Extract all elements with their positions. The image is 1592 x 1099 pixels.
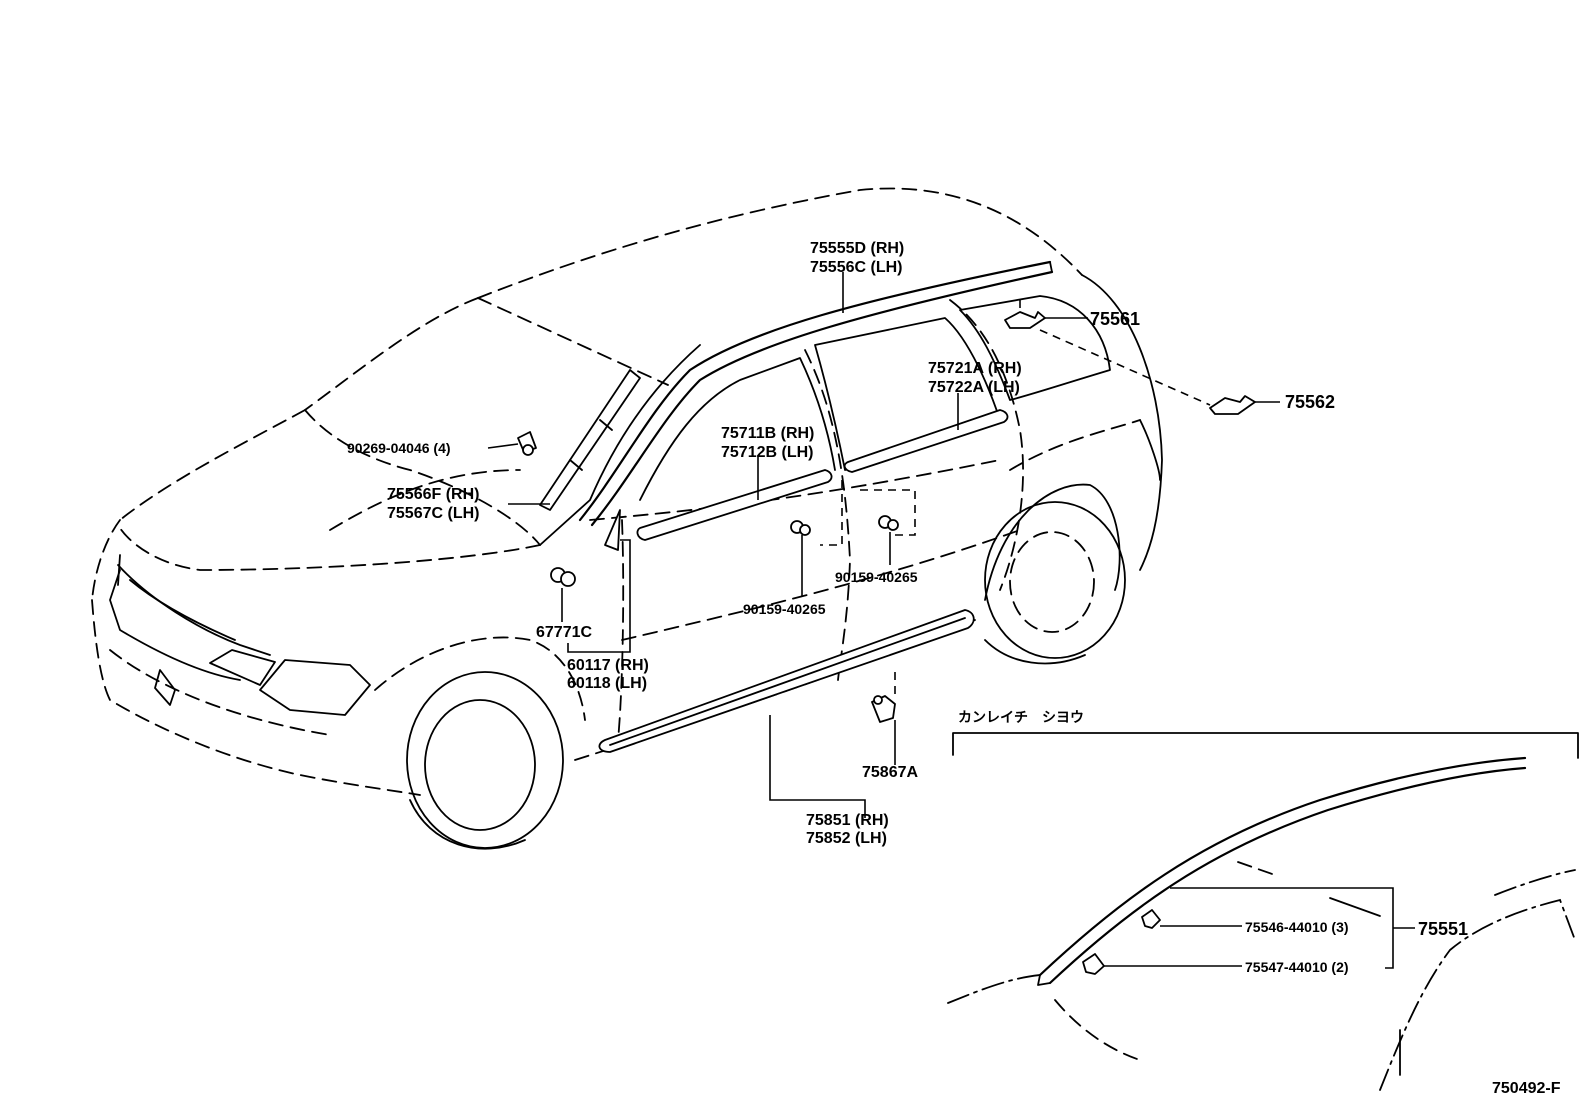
- label-screw-rear: 90159-40265: [835, 569, 918, 585]
- clip-icon-67771c: [550, 567, 576, 587]
- windshield-pillar-molding: [539, 369, 641, 511]
- label-pillar-molding-rh: 75566F (RH): [387, 486, 479, 503]
- front-belt-molding: [636, 469, 833, 541]
- inset-label-clip-b: 75547-44010 (2): [1245, 959, 1349, 975]
- callout-labels: 75555D (RH) 75556C (LH) 75561 75562 7572…: [347, 240, 1335, 847]
- clip-icon-90269: [517, 431, 537, 456]
- front-door-cover: [604, 509, 621, 551]
- label-roof-molding-rh: 75555D (RH): [810, 240, 904, 257]
- roof-drip-molding: [578, 260, 1054, 527]
- label-front-belt-molding-lh: 75712B (LH): [721, 444, 813, 461]
- rocker-molding: [598, 609, 975, 753]
- inset-label-assembly: 75551: [1418, 919, 1468, 939]
- inset-title: カンレイチ シヨウ: [958, 709, 1084, 725]
- inset-panel: カンレイチ シヨウ 75546-44010 (3) 75547-44010 (2…: [947, 709, 1579, 1091]
- clip-icon-75562: [1209, 395, 1256, 415]
- diagram-id: 750492-F: [1492, 1080, 1561, 1097]
- vehicle-outline: [91, 187, 1163, 850]
- clip-icon-75867a: [871, 695, 896, 723]
- label-cover-lh: 60118 (LH): [567, 675, 647, 692]
- clip-icon-75561: [1004, 311, 1046, 329]
- leader-lines: [487, 272, 1280, 818]
- label-rocker-molding-rh: 75851 (RH): [806, 812, 889, 829]
- rear-belt-molding: [843, 409, 1009, 473]
- label-front-belt-molding-rh: 75711B (RH): [721, 425, 814, 442]
- label-pillar-molding-lh: 75567C (LH): [387, 505, 479, 522]
- screw-icon-rear: [878, 515, 899, 531]
- label-clip-67771c: 67771C: [536, 624, 592, 641]
- label-roof-molding-lh: 75556C (LH): [810, 259, 902, 276]
- label-rocker-clip: 75867A: [862, 764, 918, 781]
- inset-label-clip-a: 75546-44010 (3): [1245, 919, 1349, 935]
- label-cover-rh: 60117 (RH): [567, 657, 649, 674]
- label-clip-75561: 75561: [1090, 309, 1140, 329]
- screw-icon-front: [790, 520, 811, 536]
- label-clip-90269: 90269-04046 (4): [347, 440, 451, 456]
- label-rear-belt-molding-rh: 75721A (RH): [928, 360, 1022, 377]
- label-screw-front: 90159-40265: [743, 601, 826, 617]
- label-rocker-molding-lh: 75852 (LH): [806, 830, 887, 847]
- label-rear-belt-molding-lh: 75722A (LH): [928, 379, 1020, 396]
- label-clip-75562: 75562: [1285, 392, 1335, 412]
